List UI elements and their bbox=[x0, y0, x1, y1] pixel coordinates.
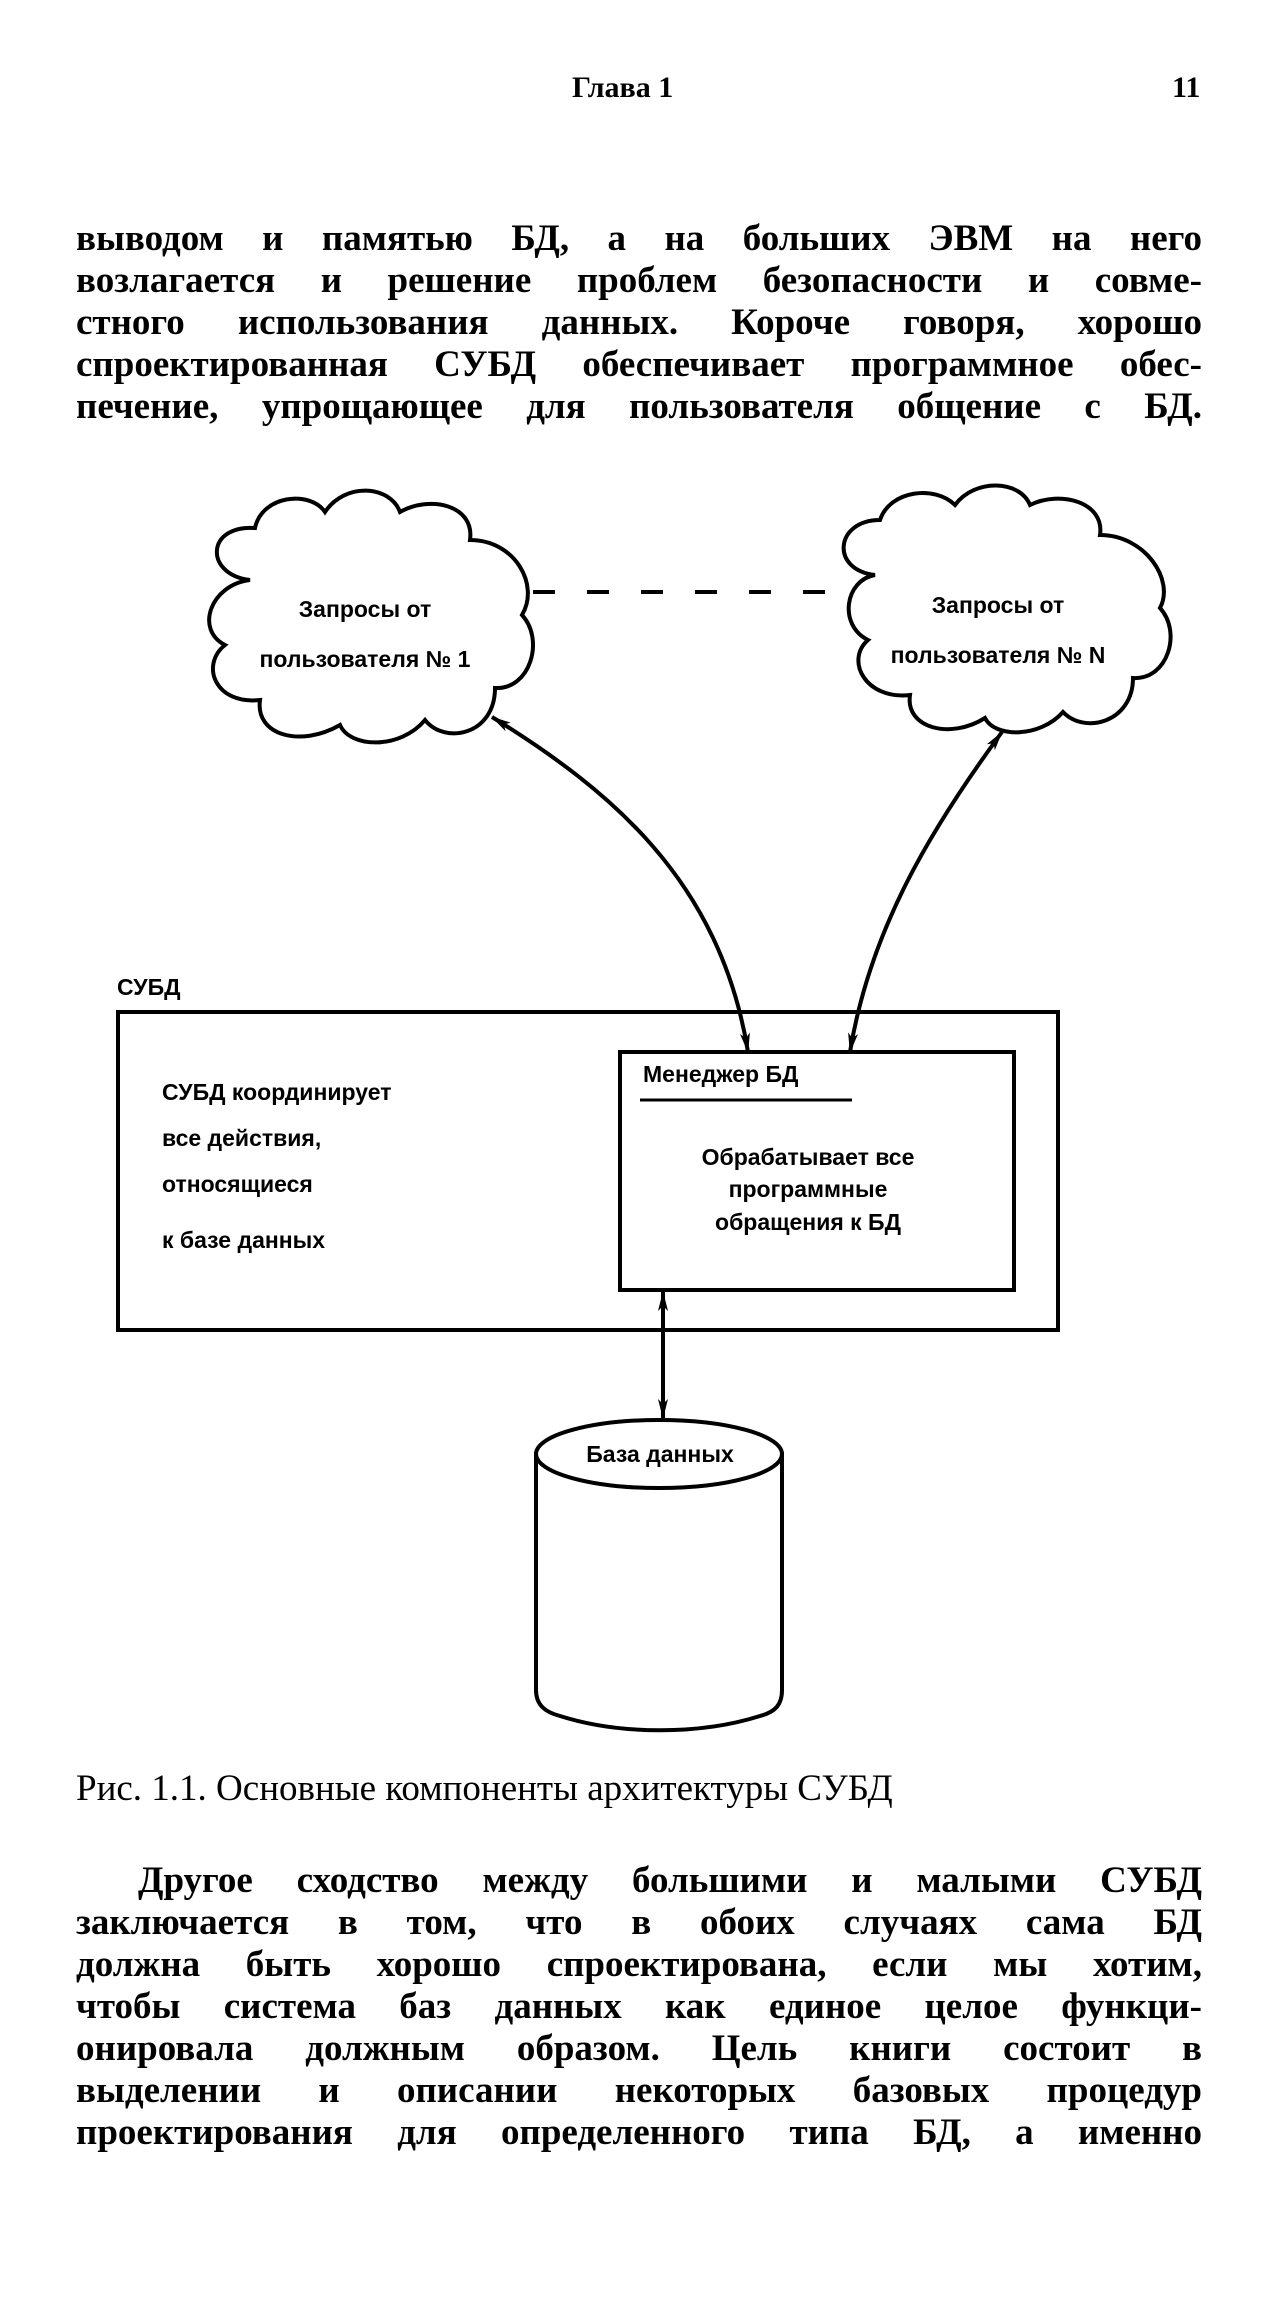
text-line: выводом и памятью БД, а на больших ЭВМ н… bbox=[76, 218, 1202, 259]
cloud-user-1: Запросы от пользователя № 1 bbox=[207, 488, 535, 745]
dbms-description-line: СУБД координирует bbox=[162, 1079, 391, 1105]
text-line: должна быть хорошо спроектирована, если … bbox=[76, 1944, 1202, 1985]
paragraph-top: выводом и памятью БД, а на больших ЭВМ н… bbox=[76, 218, 1202, 428]
figure-caption: Рис. 1.1. Основные компоненты архитектур… bbox=[76, 1768, 893, 1809]
text-line: Другое сходство между большими и малыми … bbox=[138, 1860, 1202, 1901]
cloud-user-1-line1: Запросы от bbox=[299, 596, 431, 622]
cloud-shape bbox=[207, 488, 535, 745]
cloud-shape bbox=[841, 483, 1173, 735]
arrow-user-n-to-manager bbox=[848, 730, 1004, 1053]
text-line: чтобы система баз данных как единое цело… bbox=[76, 1986, 1202, 2027]
running-head-chapter: Глава 1 bbox=[572, 71, 674, 104]
db-manager-description-line: обращения к БД bbox=[715, 1209, 901, 1235]
text-line: выделении и описании некоторых базовых п… bbox=[76, 2070, 1202, 2111]
cylinder-body bbox=[534, 1452, 784, 1733]
db-manager-box bbox=[618, 1050, 1016, 1292]
db-manager-description-line: программные bbox=[729, 1176, 888, 1202]
dbms-description-line: относящиеся bbox=[162, 1171, 313, 1197]
text-line: стного использования данных. Короче гово… bbox=[76, 302, 1202, 343]
cloud-user-1-line2: пользователя № 1 bbox=[260, 646, 471, 672]
text-line: возлагается и решение проблем безопаснос… bbox=[76, 260, 1202, 301]
cylinder-top bbox=[534, 1418, 784, 1490]
text-line: спроектированная СУБД обеспечивает прогр… bbox=[76, 344, 1202, 385]
dbms-box bbox=[116, 1010, 1060, 1332]
dbms-architecture-diagram: Запросы от пользователя № 1 Запросы от п… bbox=[116, 483, 1173, 1733]
arrow-user-1-to-manager bbox=[490, 715, 750, 1053]
page-number: 11 bbox=[1172, 71, 1201, 104]
cloud-user-n-line1: Запросы от bbox=[932, 592, 1064, 618]
text-line: онировала должным образом. Цель книги со… bbox=[76, 2028, 1202, 2069]
dbms-description-line: все действия, bbox=[162, 1125, 321, 1151]
dbms-description-line: к базе данных bbox=[162, 1227, 325, 1253]
paragraph-bottom: Другое сходство между большими и малыми … bbox=[76, 1860, 1202, 2154]
db-manager-description-line: Обрабатывает все bbox=[702, 1144, 915, 1170]
cloud-user-n: Запросы от пользователя № N bbox=[841, 483, 1173, 735]
text-line: проектирования для определенного типа БД… bbox=[76, 2112, 1202, 2153]
dbms-label: СУБД bbox=[117, 974, 181, 1000]
database-label: База данных bbox=[586, 1441, 734, 1467]
text-line: печение, упрощающее для пользователя общ… bbox=[76, 386, 1202, 427]
database-cylinder: База данных bbox=[534, 1418, 784, 1733]
text-line: заключается в том, что в обоих случаях с… bbox=[76, 1902, 1202, 1943]
cloud-user-n-line2: пользователя № N bbox=[891, 642, 1106, 668]
db-manager-title: Менеджер БД bbox=[643, 1061, 798, 1087]
